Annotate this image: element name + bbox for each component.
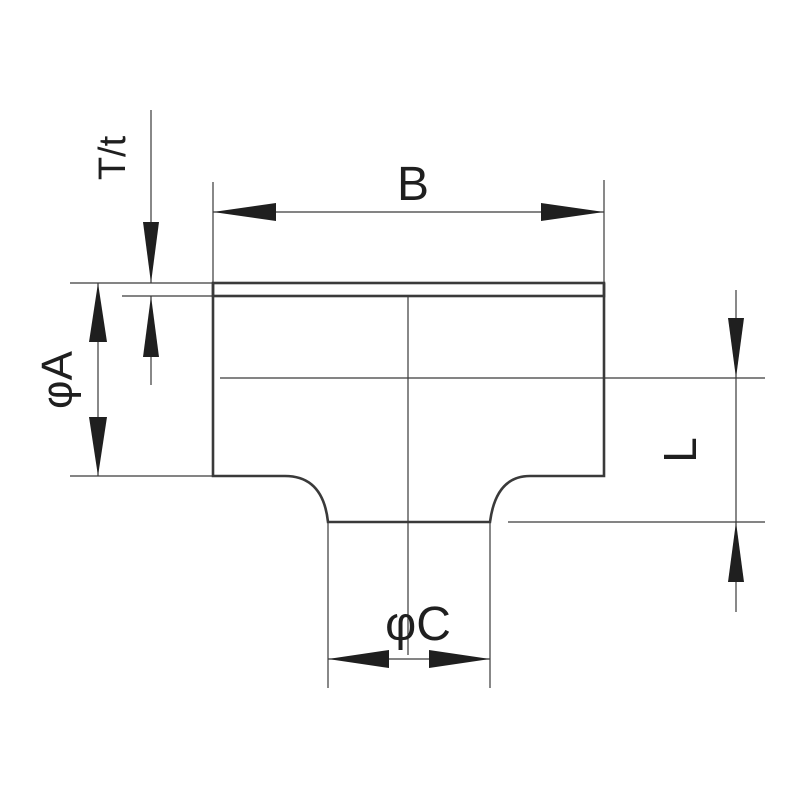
label-l: L [654,437,706,463]
label-t: T/t [92,135,134,180]
wall-hatch [211,281,606,298]
extension-lines [70,180,765,688]
label-c: φC [385,598,451,651]
label-b: B [397,158,429,211]
arrow-a-top [89,283,107,342]
dimension-t: T/t [92,110,159,385]
arrow-b-left [213,203,276,221]
dimension-a: φA [33,283,107,476]
center-lines [220,296,765,655]
arrow-l-down [728,318,744,378]
label-a: φA [33,350,82,409]
arrow-c-right [429,650,490,668]
tee-outline [211,283,606,524]
arrow-a-bottom [89,417,107,476]
arrow-t-up [143,296,159,357]
arrow-t-down [143,222,159,283]
dimension-c: φC [328,598,490,668]
dimension-l: L [654,290,744,612]
arrow-l-up [728,522,744,582]
arrow-b-right [541,203,604,221]
dimension-b: B [213,158,604,221]
arrow-c-left [328,650,389,668]
